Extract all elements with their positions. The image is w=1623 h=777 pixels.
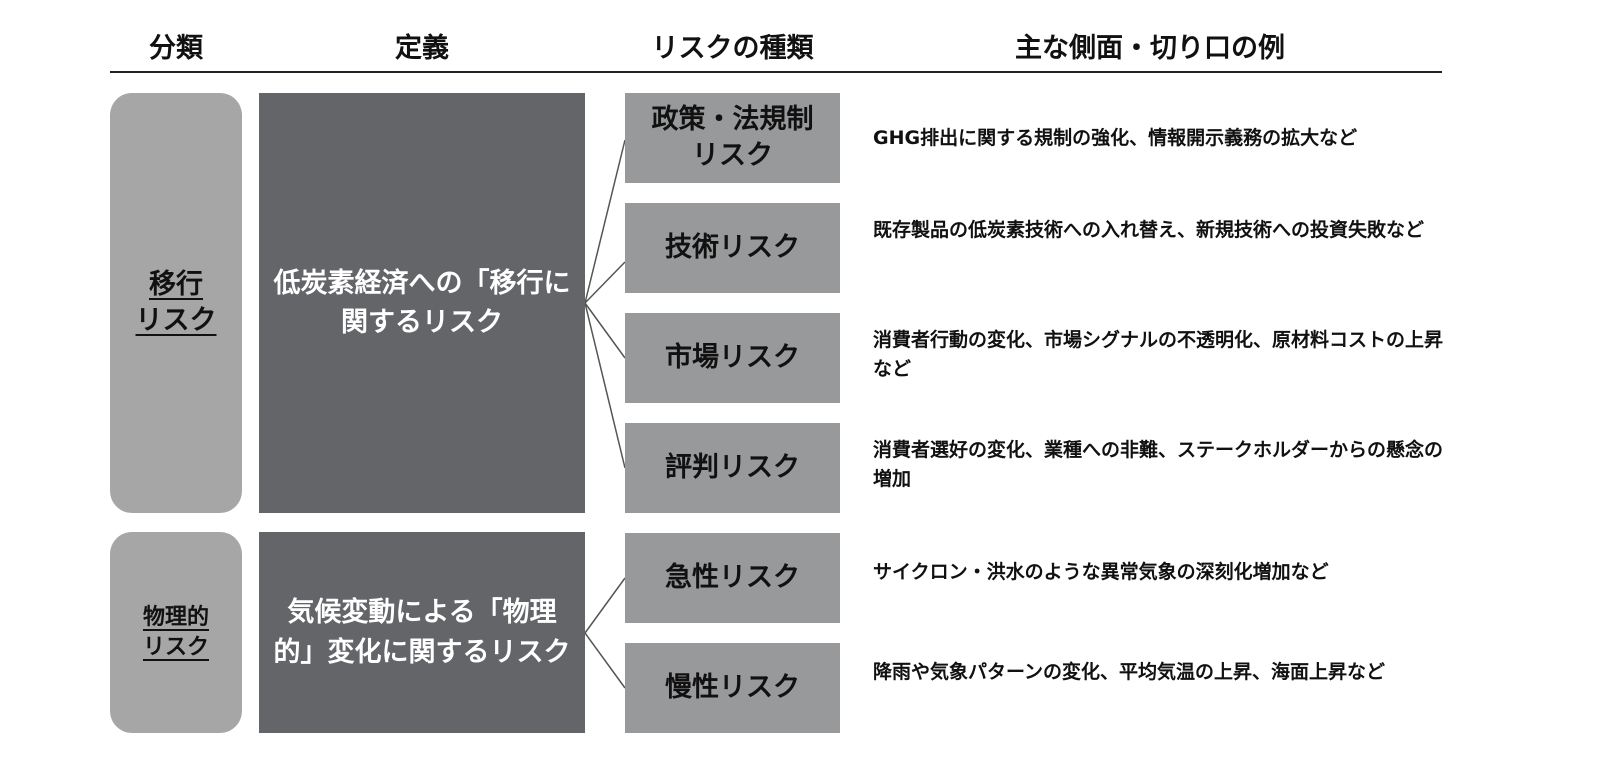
category-label: 物理的 リスク bbox=[142, 604, 209, 660]
risk-type-policy-legal: 政策・法規制 リスク bbox=[625, 93, 840, 183]
category-physical-risk: 物理的 リスク bbox=[110, 532, 242, 733]
example-technology: 既存製品の低炭素技術への入れ替え、新規技術への投資失敗など bbox=[873, 219, 1425, 241]
example-market: 消費者行動の変化、市場シグナルの不透明化、原材料コストの上昇など bbox=[873, 329, 1444, 380]
risk-type-technology: 技術リスク bbox=[625, 203, 840, 293]
connector-line bbox=[584, 302, 626, 359]
example-chronic: 降雨や気象パターンの変化、平均気温の上昇、海面上昇など bbox=[873, 661, 1386, 683]
header-category: 分類 bbox=[149, 33, 203, 64]
risk-type-reputation: 評判リスク bbox=[625, 423, 840, 513]
header-examples: 主な側面・切り口の例 bbox=[1015, 33, 1285, 64]
category-transition-risk: 移行 リスク bbox=[110, 93, 242, 513]
risk-type-market: 市場リスク bbox=[625, 313, 840, 403]
header-definition: 定義 bbox=[395, 33, 449, 64]
risk-type-acute: 急性リスク bbox=[625, 533, 840, 623]
definition-physical-risk: 気候変動による「物理的」変化に関するリスク bbox=[259, 532, 585, 733]
definition-transition-risk: 低炭素経済への「移行に関するリスク bbox=[259, 93, 585, 513]
category-label: 移行 リスク bbox=[135, 268, 217, 336]
header-risk-type: リスクの種類 bbox=[651, 33, 814, 64]
header-divider bbox=[110, 71, 1442, 73]
connector-line bbox=[584, 632, 626, 689]
example-reputation: 消費者選好の変化、業種への非難、ステークホルダーからの懸念の増加 bbox=[873, 439, 1444, 490]
connector-line bbox=[584, 261, 626, 304]
connector-line bbox=[584, 577, 626, 634]
example-acute: サイクロン・洪水のような異常気象の深刻化増加など bbox=[873, 561, 1329, 583]
example-policy-legal: GHG排出に関する規制の強化、情報開示義務の拡大など bbox=[873, 127, 1358, 149]
connector-line bbox=[584, 139, 626, 304]
connector-line bbox=[584, 302, 626, 469]
risk-type-chronic: 慢性リスク bbox=[625, 643, 840, 733]
